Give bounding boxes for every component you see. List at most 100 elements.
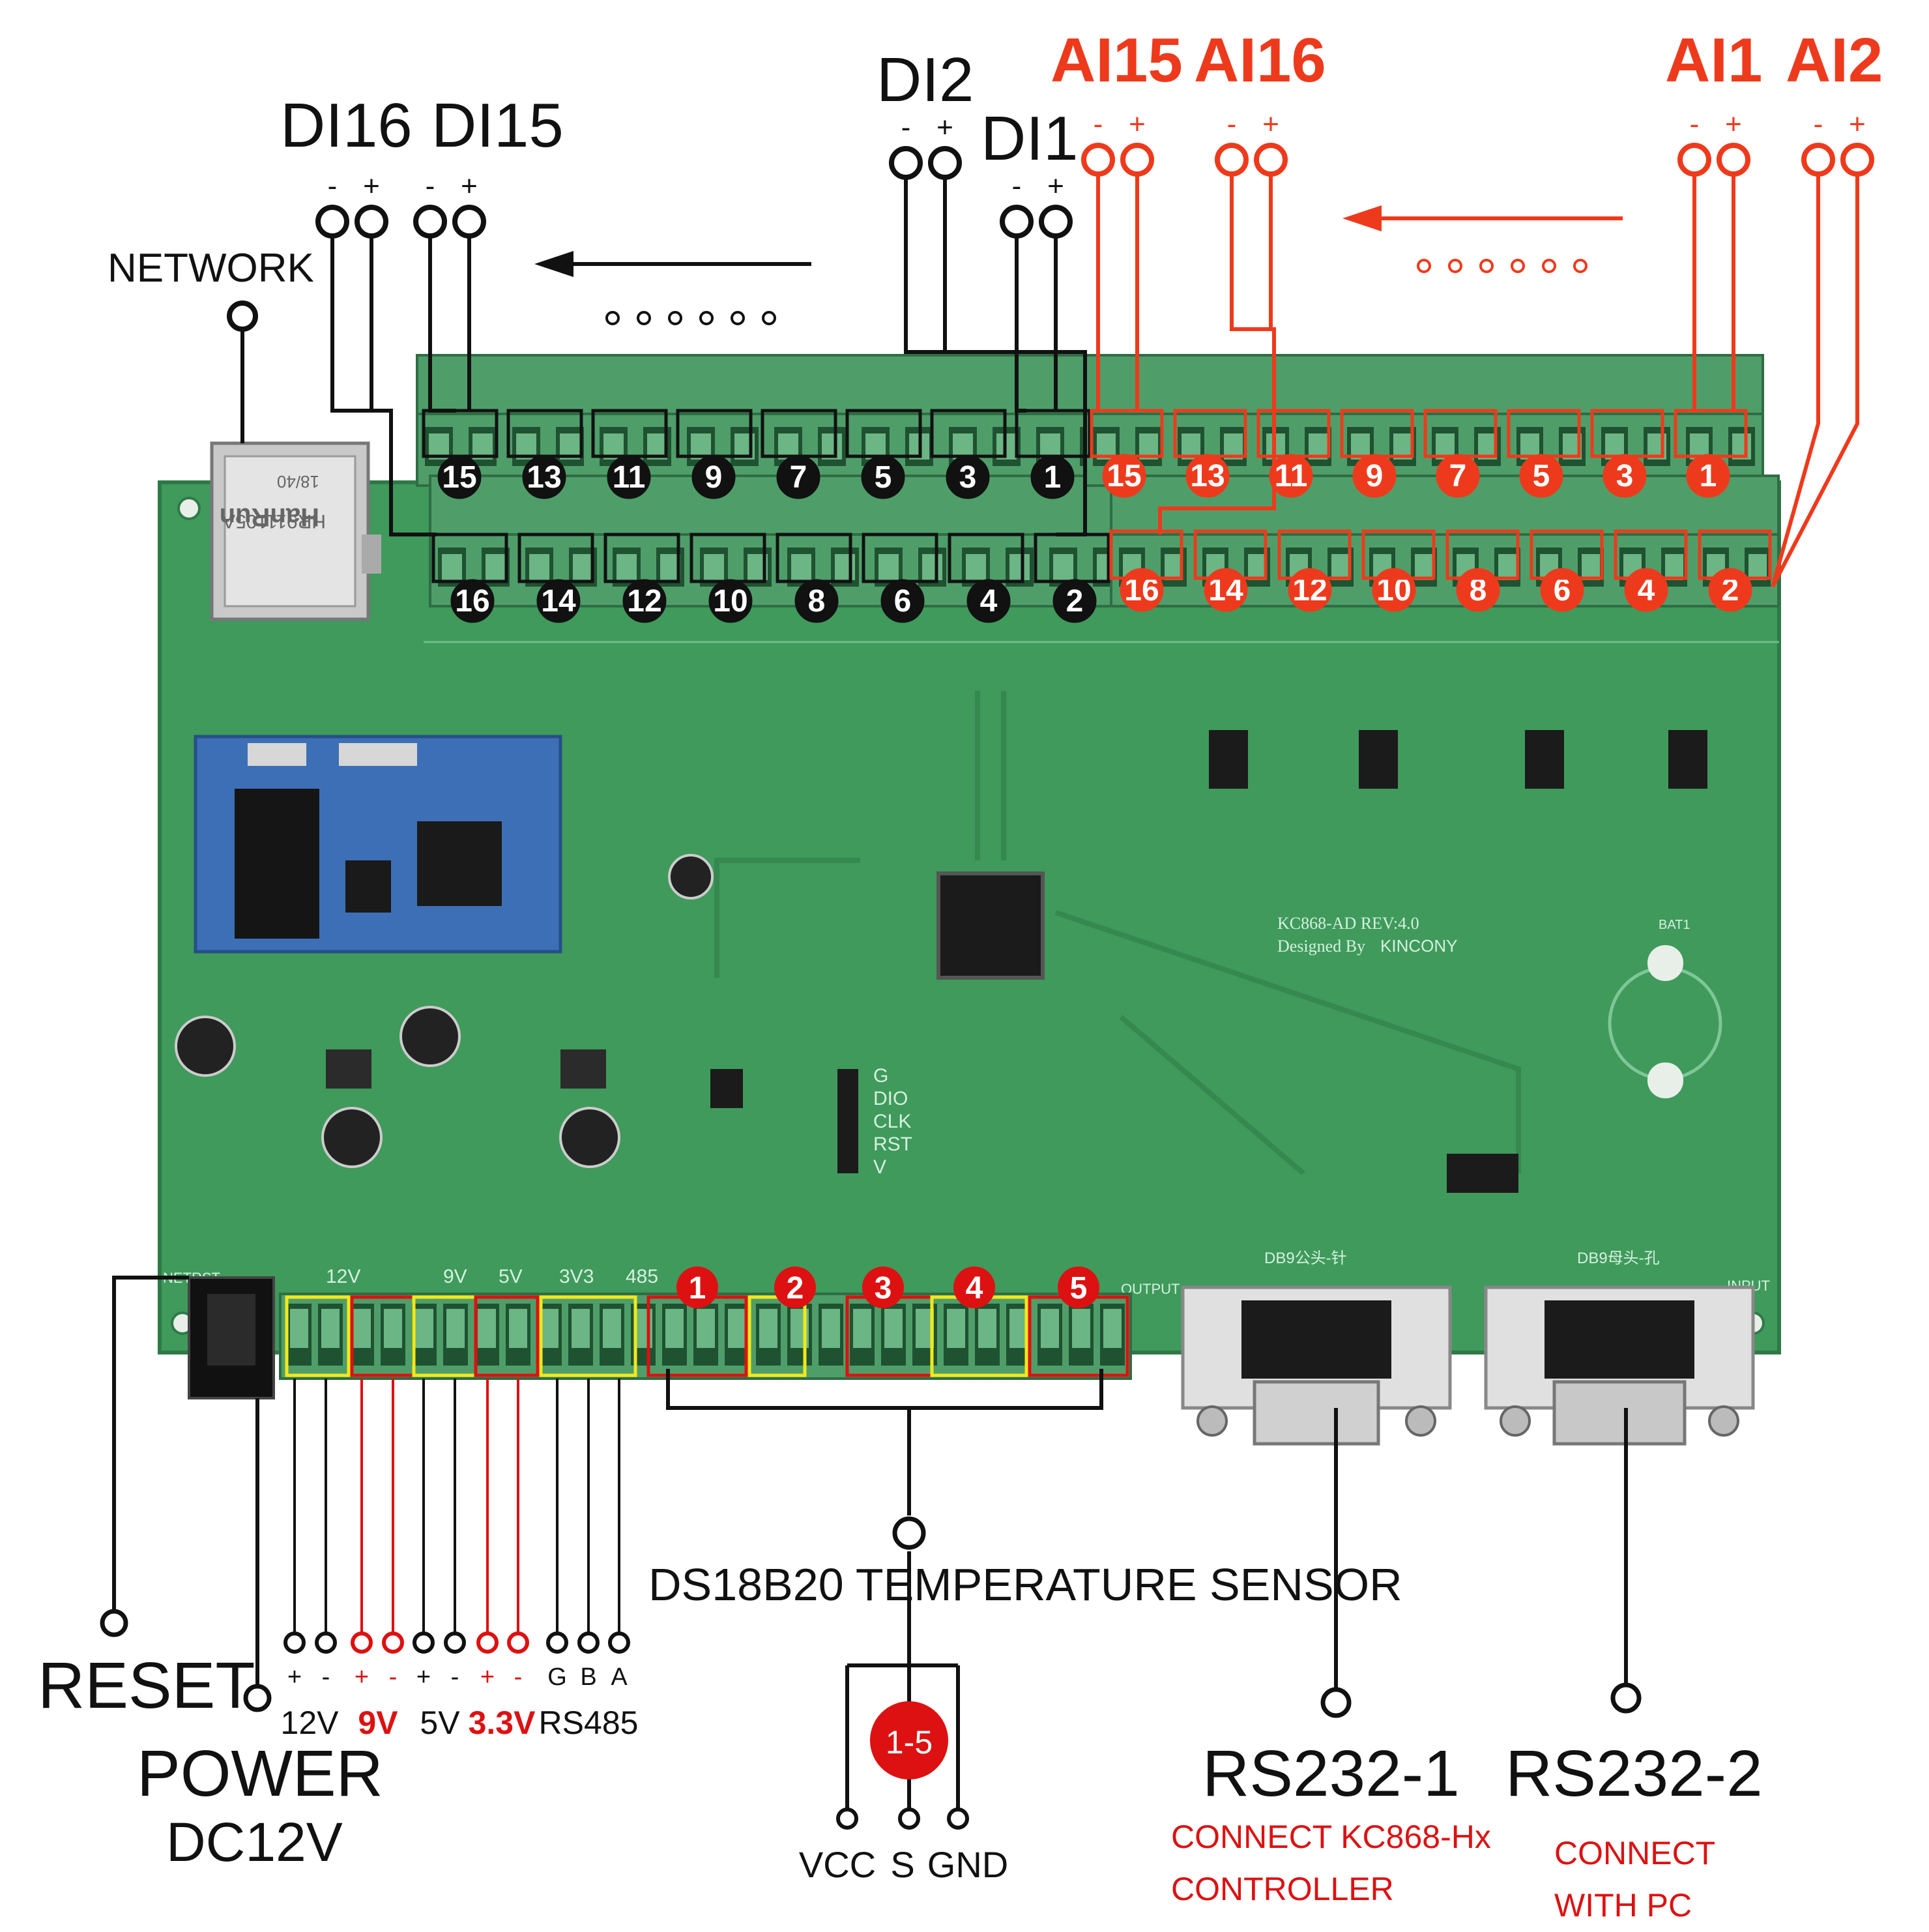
ai1-terminal-plus-terminal	[1717, 143, 1750, 177]
di1-label: DI1	[981, 104, 1078, 173]
plus-sign: +	[1262, 108, 1279, 140]
ai-top-marker-label: 5	[1533, 459, 1550, 493]
di15-label: DI15	[431, 91, 564, 160]
power-terminal	[243, 1684, 272, 1712]
inductor	[326, 1049, 371, 1089]
board-model-silk: KC868-AD REV:4.0	[1277, 914, 1419, 933]
rs232-2-terminal	[1610, 1682, 1642, 1714]
minus-sign: -	[1012, 170, 1022, 202]
mounting-hole	[177, 497, 201, 520]
di-top-marker-label: 7	[790, 460, 807, 495]
rs232-1-note-line2: CONTROLLER	[1171, 1871, 1394, 1907]
rs232-2-note-line1: CONNECT	[1554, 1835, 1715, 1871]
power-pin-terminal	[608, 1632, 630, 1654]
plus-sign: +	[1129, 108, 1146, 140]
power-pin-terminal	[546, 1632, 568, 1654]
ai1-terminal: -+	[1677, 108, 1750, 177]
header-silk-label: 5V	[499, 1266, 523, 1287]
di-bottom-marker-label: 4	[980, 584, 998, 619]
dc-power-jack	[188, 1276, 275, 1399]
power-pin-terminal	[413, 1632, 435, 1654]
power-group-label: 3.3V	[469, 1705, 536, 1741]
di-top-marker-label: 9	[705, 460, 723, 495]
di16-terminal-minus-terminal	[315, 205, 349, 239]
terminal-group-box	[474, 1295, 540, 1377]
di15-terminal-minus-terminal	[413, 205, 447, 239]
di-bottom-marker-label: 6	[894, 584, 912, 619]
power-pin-symbol: -	[322, 1663, 330, 1691]
reset-label: RESET	[38, 1649, 255, 1722]
power-pin-symbol: G	[547, 1663, 567, 1691]
sensor-port-marker-label: 1-5	[886, 1724, 933, 1761]
ai16-label: AI16	[1194, 25, 1326, 95]
di15-terminal-plus-terminal	[452, 205, 486, 239]
sensor-pin-terminal	[947, 1808, 969, 1830]
rj45-model: HR911105A	[222, 510, 326, 532]
analog-ics	[710, 730, 1707, 1193]
sensor-label: DS18B20 TEMPERATURE SENSOR	[648, 1559, 1402, 1610]
db9-male-connector	[1181, 1285, 1452, 1446]
header-silk-label: 485	[626, 1266, 658, 1287]
power-pin-symbol: +	[480, 1663, 495, 1691]
jp1-pin-label: DIO	[873, 1088, 908, 1109]
ai15-terminal-plus-terminal	[1120, 143, 1154, 177]
di16-terminal-plus-terminal	[355, 205, 388, 239]
plus-sign: +	[936, 111, 953, 143]
header-silk-label: 3V3	[559, 1266, 594, 1287]
bottom-terminal-strip	[279, 1293, 1132, 1380]
di-bottom-marker-label: 12	[627, 584, 661, 619]
sensor-pin-label: GND	[927, 1844, 1008, 1885]
plus-sign: +	[1849, 108, 1866, 140]
power-pin-terminal	[577, 1632, 600, 1654]
power-pin-terminal	[315, 1632, 337, 1654]
ai1-terminal-minus-terminal	[1677, 143, 1711, 177]
sensor-port-number-label: 2	[787, 1271, 804, 1306]
power-pin-symbol: -	[514, 1663, 523, 1691]
plus-sign: +	[1047, 170, 1064, 202]
rs232-1-label: RS232-1	[1202, 1737, 1460, 1810]
ai16-terminal-plus-terminal	[1254, 143, 1288, 177]
ethernet-module	[194, 735, 562, 954]
di-terminal-strip-top	[416, 354, 1117, 487]
rs232-1-terminal	[1320, 1687, 1352, 1718]
di1-terminal-minus-terminal	[1000, 205, 1034, 239]
power-sub-label: DC12V	[166, 1811, 343, 1873]
rs232-1-note-line1: CONNECT KC868-Hx	[1171, 1819, 1491, 1855]
power-pin-terminal	[283, 1632, 306, 1654]
ai16-terminal: -+	[1215, 108, 1288, 177]
ai-top-marker-label: 7	[1449, 459, 1467, 493]
ai-outline-boxes	[1090, 409, 1772, 580]
ai15-terminal-minus-terminal	[1081, 143, 1115, 177]
ai-continuation-dots	[1417, 259, 1588, 273]
ai1-label: AI1	[1665, 25, 1762, 95]
sensor-port-number-label: 5	[1070, 1271, 1088, 1306]
sensor-port-number	[953, 1266, 995, 1308]
di-top-marker-label: 13	[527, 460, 561, 495]
rs232-2-label: RS232-2	[1505, 1737, 1763, 1810]
di2-terminal-minus-terminal	[889, 146, 923, 180]
ai-direction-arrow	[1342, 205, 1382, 231]
di-bottom-marker-label: 10	[713, 584, 747, 619]
di-top-marker-label: 3	[959, 460, 977, 495]
db9-female-connector	[1484, 1285, 1755, 1446]
ai-top-marker-label: 1	[1700, 459, 1717, 493]
jp1-pin-label: CLK	[873, 1111, 911, 1132]
sensor-port-number	[774, 1266, 816, 1308]
battery-holder: BAT1	[1608, 918, 1722, 1098]
power-group-label: 5V	[420, 1705, 460, 1741]
power-pin-symbol: +	[287, 1663, 302, 1691]
di-bottom-marker-label: 16	[455, 584, 489, 619]
power-pin-symbol: A	[611, 1663, 628, 1691]
pcb-traces	[714, 691, 1521, 1176]
ai-top-marker-label: 3	[1616, 459, 1634, 493]
inductor	[560, 1049, 606, 1089]
di-bottom-marker-label: 14	[541, 584, 576, 619]
db9-female-silk: DB9母头-孔	[1577, 1250, 1660, 1267]
di-top-marker-label: 15	[442, 460, 476, 495]
sensor-port-number	[1058, 1266, 1099, 1308]
